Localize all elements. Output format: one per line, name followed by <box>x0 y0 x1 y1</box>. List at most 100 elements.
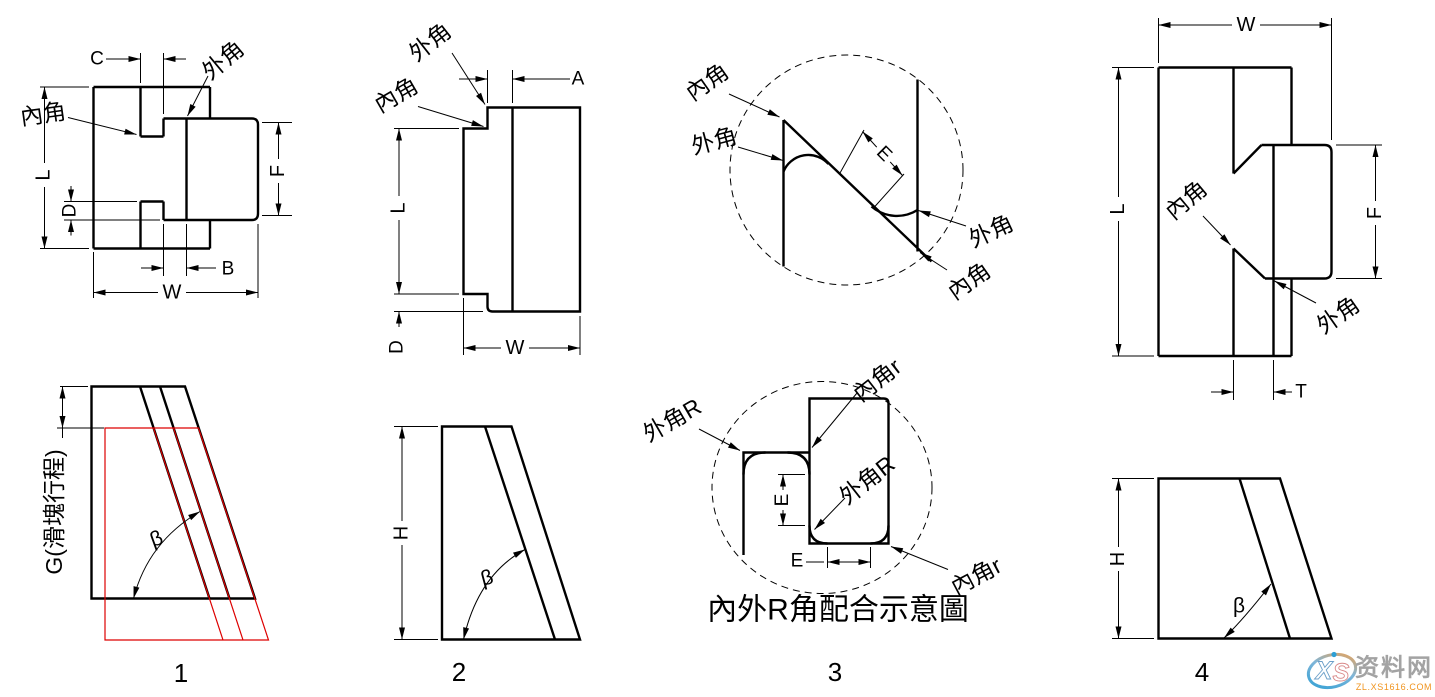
dim-label-h: H <box>391 526 413 540</box>
label-mask <box>1364 201 1386 225</box>
dim-label-d: D <box>60 204 81 218</box>
outer-corner-group: 外角 <box>197 35 249 84</box>
diagram-3-radius-detail: E E 外角R 內角r 外角R 內角r 內外R角配合示意圖 3 <box>638 353 1006 687</box>
block-outline <box>462 106 582 313</box>
outer-corner-leader <box>451 52 486 105</box>
label-mask <box>1232 14 1260 36</box>
diagram-2-wedge-view: H β 2 <box>390 425 582 687</box>
dim-l-extension <box>40 86 89 249</box>
label-mask <box>387 196 410 220</box>
outer-corner-leader <box>1274 280 1317 304</box>
dim-g-group: G(滑塊行程) <box>41 449 67 574</box>
inner-radius-top-leader <box>811 392 858 448</box>
radius-fit-caption: 內外R角配合示意圖 <box>707 594 969 627</box>
outer-corner-label: 外角 <box>1312 291 1365 339</box>
mating-edges <box>782 79 933 267</box>
dim-f-group: F <box>1364 201 1386 225</box>
inner-corner-leader <box>67 117 137 135</box>
dim-l-extension <box>394 128 459 295</box>
diagram-number-3: 3 <box>828 657 842 687</box>
dim-e-extension <box>839 129 905 208</box>
dim-d-group: D <box>387 340 408 354</box>
detail-circle <box>729 54 964 286</box>
outer-corner-right-label: 外角 <box>965 209 1018 252</box>
outer-radius-mid-leader <box>814 497 846 530</box>
inner-corner-group: 內角 <box>370 72 423 118</box>
beta-arc <box>1223 583 1272 639</box>
dim-w-extension <box>1158 18 1332 140</box>
dim-label-e-horizontal: E <box>791 551 804 572</box>
slider-ghost-outline <box>104 427 270 641</box>
outer-corner-right-group: 外角 <box>965 209 1018 252</box>
label-mask <box>158 282 186 303</box>
outer-corner-arc-right <box>870 205 919 218</box>
slider-ghost-position <box>104 427 270 641</box>
dim-g-extension <box>57 386 104 429</box>
outer-corner-arc-left <box>782 153 830 173</box>
inner-corner-leader <box>417 106 484 127</box>
outer-corner-left-group: 外角 <box>688 122 739 159</box>
dim-a-extension <box>487 70 513 103</box>
dim-label-g-stroke: G(滑塊行程) <box>41 449 67 574</box>
inner-corner-bottom-label: 內角 <box>943 257 996 305</box>
label-mask <box>1107 547 1129 571</box>
inner-corner-top-leader <box>728 93 780 118</box>
dim-eh-extension <box>827 547 871 568</box>
outer-radius-top-label: 外角R <box>638 393 705 447</box>
inner-corner-bottom-leader <box>919 252 948 271</box>
fillet-arcs-top <box>742 451 811 475</box>
watermark: X S 资料网 ZL.XS1616.COM <box>1306 651 1432 692</box>
outer-radius-mid-group: 外角R <box>834 450 899 509</box>
dim-label-f: F <box>1364 207 1386 219</box>
beta-group: β <box>147 526 166 552</box>
dim-label-f: F <box>267 165 289 177</box>
dim-label-t: T <box>1295 382 1307 403</box>
dim-f-group: F <box>267 159 289 183</box>
dim-label-l: L <box>1107 203 1129 214</box>
dim-label-a: A <box>572 69 585 90</box>
diagram-2-section-view: A L D W 外角 內角 <box>370 18 585 359</box>
dim-c-extension <box>140 53 164 114</box>
dim-e-group: E <box>869 139 899 169</box>
dim-label-w: W <box>506 337 525 359</box>
slot-edges <box>1232 67 1275 356</box>
right-block-outline <box>163 117 260 222</box>
diagram-1-wedge-view: G(滑塊行程) β 1 <box>41 385 270 688</box>
wedge-outline <box>440 425 582 641</box>
watermark-logo-swoosh <box>1306 652 1358 690</box>
dim-label-l: L <box>388 202 410 213</box>
dim-label-d: D <box>387 340 408 354</box>
diagram-number-1: 1 <box>174 658 188 688</box>
inner-corner-label: 內角 <box>370 72 423 118</box>
fillet-arcs-bottom <box>808 525 890 545</box>
inner-corner-label: 內角 <box>18 98 67 130</box>
label-mask <box>501 337 529 359</box>
dim-label-c: C <box>90 49 104 70</box>
dim-l-group: L <box>32 163 55 187</box>
dim-t-extension <box>1233 360 1274 400</box>
dim-l-group: L <box>387 196 410 220</box>
outer-corner-left-leader <box>737 146 784 161</box>
outer-corner-right-leader <box>918 210 967 227</box>
dim-label-w: W <box>163 282 182 304</box>
label-mask <box>869 139 899 169</box>
label-mask <box>772 490 793 510</box>
diagram-number-4: 4 <box>1195 657 1209 687</box>
dim-h-group: H <box>1107 547 1129 571</box>
wedge-internal-line <box>1238 478 1292 639</box>
detail-circle <box>711 381 933 594</box>
label-mask <box>32 163 55 187</box>
step-profile <box>742 397 890 555</box>
beta-label: β <box>147 526 166 552</box>
outer-corner-label: 外角 <box>197 35 249 84</box>
dim-label-w: W <box>1237 14 1256 36</box>
dim-label-e-vertical: E <box>772 494 793 507</box>
block-outline <box>1157 66 1293 358</box>
outer-radius-top-leader <box>698 428 741 451</box>
outer-corner-label: 外角 <box>404 18 456 67</box>
dim-l-group: L <box>1107 197 1129 221</box>
watermark-logo-dot <box>1331 651 1337 658</box>
inner-corner-bottom-group: 內角 <box>943 257 996 305</box>
outer-corner-group: 外角 <box>404 18 456 67</box>
